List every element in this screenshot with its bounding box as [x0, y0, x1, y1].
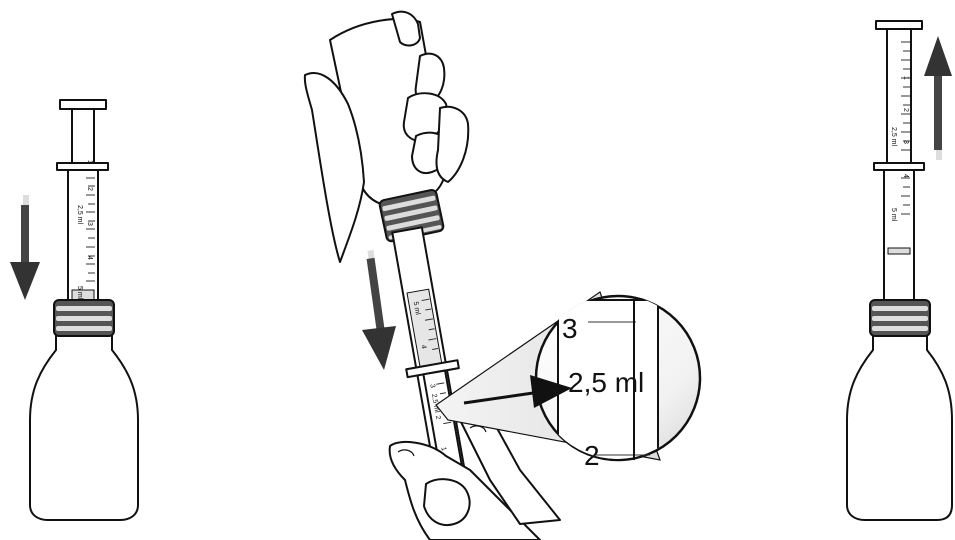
scale-label-2: 2 [86, 187, 93, 191]
scale-label-3: 3 [902, 140, 909, 144]
scale-label-3: 3 [86, 222, 93, 226]
scale-label-2: 2 [902, 108, 909, 112]
bottle-neck-ring [870, 300, 930, 336]
scale-label-4: 4 [902, 174, 909, 178]
step-3-panel: 1 2 2,5 ml 3 4 5 ml [847, 21, 952, 520]
magnifier-label-3: 3 [562, 313, 578, 344]
scale-label-1: 1 [86, 160, 93, 164]
medicine-bottle [847, 300, 952, 520]
scale-label-5ml: 5 ml [890, 208, 897, 222]
magnifier-label-2: 2 [584, 440, 600, 471]
step-2-panel: 5 ml 4 3 2,5 ml 2 1 3 2,5 ml [305, 12, 700, 540]
magnifier-lens: 3 2,5 ml 2 [536, 296, 700, 471]
syringe: 1 2 2,5 ml 3 4 5 ml [57, 100, 108, 300]
scale-label-5ml: 5 ml [76, 286, 83, 300]
step-1-panel: 1 2 2,5 ml 3 4 5 ml [10, 100, 138, 520]
medicine-bottle [30, 300, 138, 520]
down-arrow-icon [362, 250, 396, 370]
magnifier-label-dose: 2,5 ml [568, 367, 644, 398]
scale-label-2-5ml: 2,5 ml [76, 205, 83, 225]
bottle-neck-ring [54, 300, 114, 336]
scale-label-2-5ml: 2,5 ml [890, 127, 897, 147]
syringe: 1 2 2,5 ml 3 4 5 ml [874, 21, 924, 305]
down-arrow-icon [10, 195, 40, 300]
up-arrow-icon [924, 36, 952, 160]
scale-label-1: 1 [902, 76, 909, 80]
scale-label-4: 4 [86, 256, 93, 260]
